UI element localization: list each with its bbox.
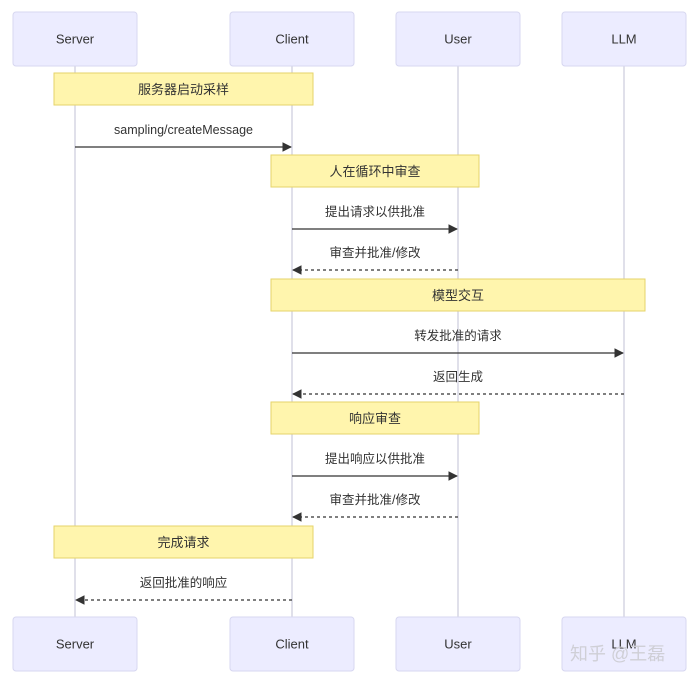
actor-server-bottom: Server xyxy=(12,616,138,672)
message-label: 返回生成 xyxy=(433,370,483,384)
watermark-text: 知乎 @王磊 xyxy=(570,644,665,664)
message-4: 转发批准的请求 xyxy=(292,328,624,358)
note-3: 模型交互 xyxy=(270,278,646,312)
note-box xyxy=(270,154,480,188)
actor-client-bottom: Client xyxy=(229,616,355,672)
message-3: 审查并批准/修改 xyxy=(292,245,458,275)
actor-label: Client xyxy=(275,637,309,652)
message-2: 提出请求以供批准 xyxy=(292,204,458,234)
actor-box xyxy=(229,11,355,67)
message-5: 返回生成 xyxy=(292,370,624,399)
note-label: 响应审查 xyxy=(349,411,401,426)
actor-user-top: User xyxy=(395,11,521,67)
message-8: 返回批准的响应 xyxy=(75,575,292,605)
note-label: 服务器启动采样 xyxy=(138,82,229,97)
actor-box xyxy=(561,11,687,67)
note-box xyxy=(270,278,646,312)
actor-label: User xyxy=(444,32,472,47)
actor-box xyxy=(229,616,355,672)
actor-box xyxy=(12,616,138,672)
actor-label: Client xyxy=(275,32,309,47)
actor-label: Server xyxy=(56,32,95,47)
actor-box xyxy=(395,11,521,67)
note-label: 人在循环中审查 xyxy=(329,164,420,179)
message-label: 审查并批准/修改 xyxy=(330,492,421,507)
note-5: 完成请求 xyxy=(53,525,314,559)
actor-server-top: Server xyxy=(12,11,138,67)
message-label: 提出请求以供批准 xyxy=(325,204,425,219)
actor-box xyxy=(395,616,521,672)
note-box xyxy=(53,525,314,559)
actor-label: LLM xyxy=(611,637,636,652)
note-box xyxy=(53,72,314,106)
note-2: 人在循环中审查 xyxy=(270,154,480,188)
message-1: sampling/createMessage xyxy=(75,123,292,152)
actor-user-bottom: User xyxy=(395,616,521,672)
actor-label: User xyxy=(444,637,472,652)
actor-box xyxy=(12,11,138,67)
actor-llm-bottom: LLM xyxy=(561,616,687,672)
actor-client-top: Client xyxy=(229,11,355,67)
actor-label: LLM xyxy=(611,32,636,47)
note-label: 模型交互 xyxy=(432,288,484,303)
message-label: 提出响应以供批准 xyxy=(325,451,425,466)
message-7: 审查并批准/修改 xyxy=(292,492,458,522)
actor-label: Server xyxy=(56,637,95,652)
actor-box xyxy=(561,616,687,672)
note-4: 响应审查 xyxy=(270,401,480,435)
message-label: 审查并批准/修改 xyxy=(330,245,421,260)
message-label: 转发批准的请求 xyxy=(414,328,502,343)
message-label: 返回批准的响应 xyxy=(140,575,228,590)
message-label: sampling/createMessage xyxy=(114,123,253,137)
message-6: 提出响应以供批准 xyxy=(292,451,458,481)
actor-llm-top: LLM xyxy=(561,11,687,67)
note-label: 完成请求 xyxy=(157,535,209,550)
note-box xyxy=(270,401,480,435)
note-1: 服务器启动采样 xyxy=(53,72,314,106)
